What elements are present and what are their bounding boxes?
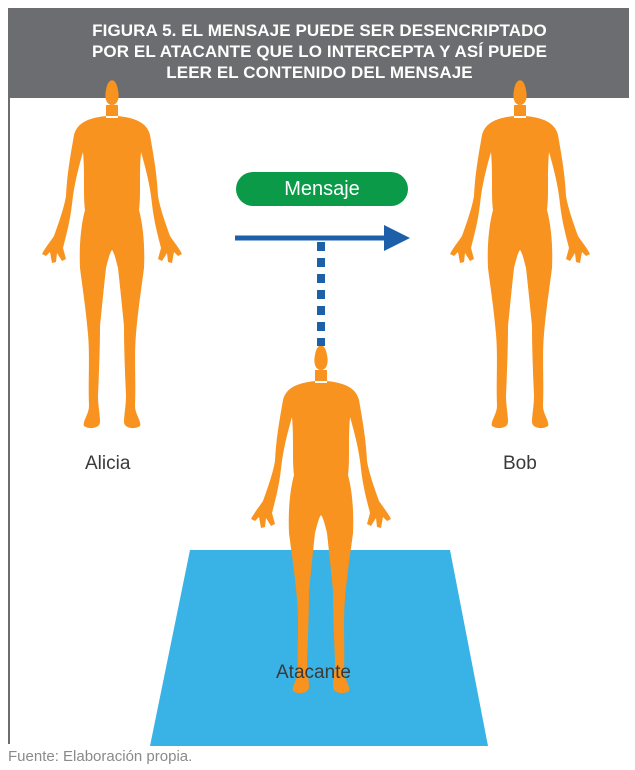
message-badge: Mensaje <box>236 172 408 206</box>
message-arrow-head <box>384 225 410 251</box>
attacker-label: Atacante <box>276 662 351 683</box>
receiver-label: Bob <box>503 453 537 474</box>
receiver-figure-icon <box>450 80 590 429</box>
figure-title-line-1: FIGURA 5. EL MENSAJE PUEDE SER DESENCRIP… <box>92 21 547 40</box>
sender-figure-icon <box>42 80 182 429</box>
attacker-floor <box>150 550 488 746</box>
figure-title-line-2: POR EL ATACANTE QUE LO INTERCEPTA Y ASÍ … <box>91 42 548 61</box>
figure-title-line-3: LEER EL CONTENIDO DEL MENSAJE <box>166 63 473 82</box>
sender-label: Alicia <box>85 453 131 474</box>
source-note: Fuente: Elaboración propia. <box>8 748 193 765</box>
